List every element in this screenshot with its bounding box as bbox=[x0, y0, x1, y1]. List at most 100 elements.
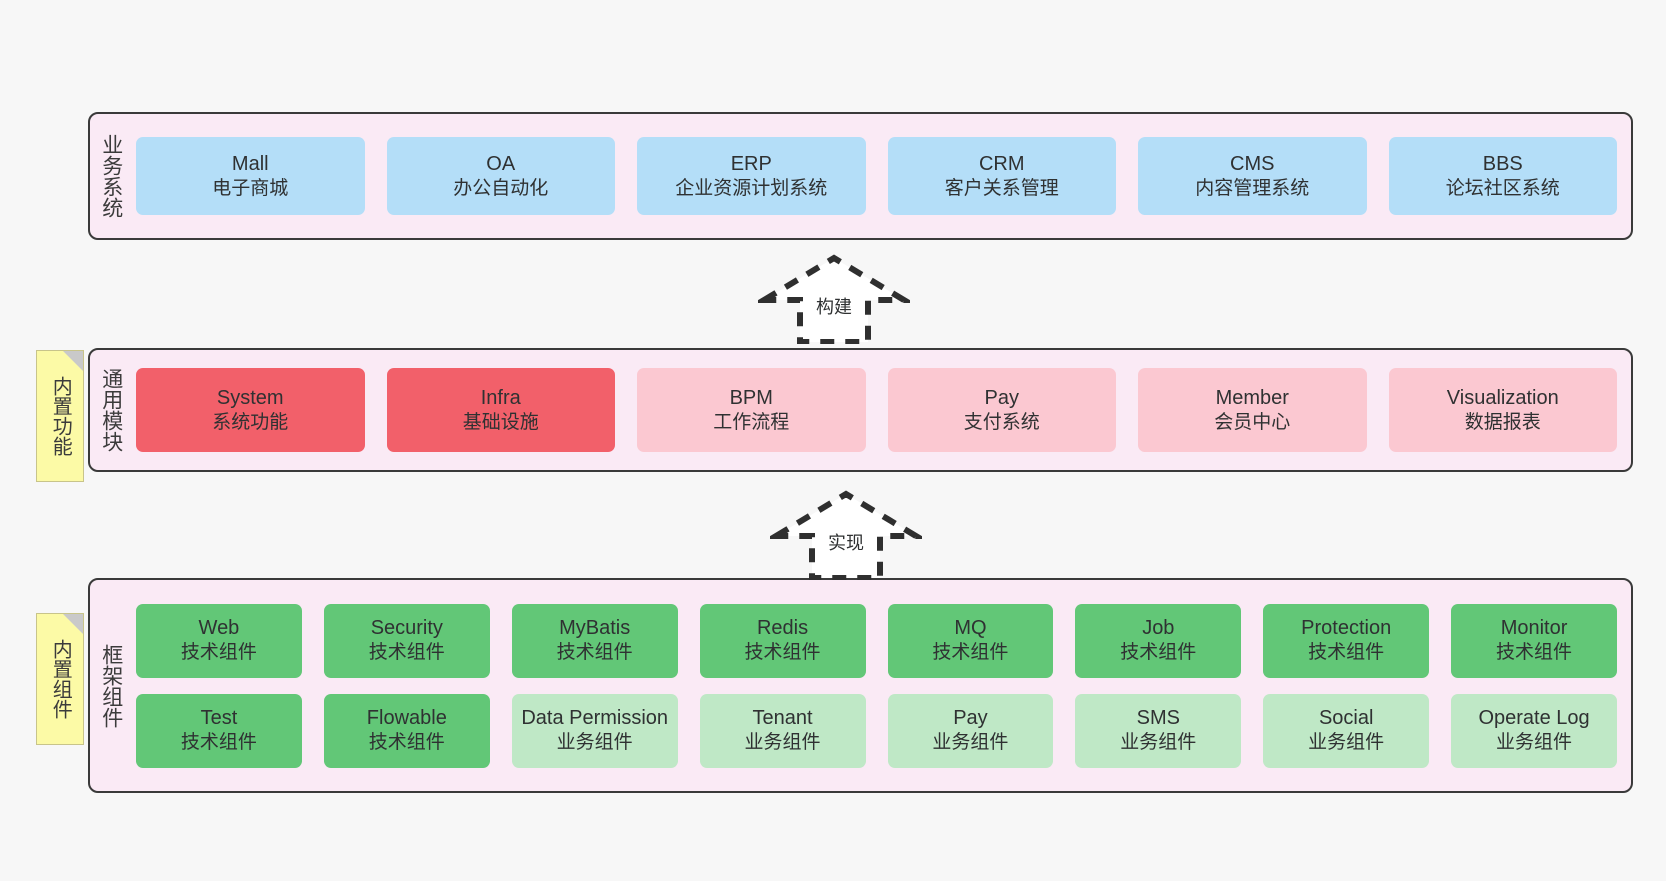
box-web-en: Web bbox=[198, 617, 240, 640]
box-operate-log[interactable]: Operate Log 业务组件 bbox=[1451, 693, 1617, 768]
note-fold-icon bbox=[63, 614, 83, 634]
box-member-cn: 会员中心 bbox=[1214, 411, 1291, 433]
box-mq[interactable]: MQ 技术组件 bbox=[887, 603, 1054, 678]
box-mybatis-cn: 技术组件 bbox=[556, 642, 633, 664]
box-bbs[interactable]: BBS 论坛社区系统 bbox=[1388, 137, 1617, 215]
box-system-en: System bbox=[216, 386, 284, 409]
box-mall-cn: 电子商城 bbox=[212, 177, 289, 199]
box-member-en: Member bbox=[1215, 386, 1289, 409]
box-redis-cn: 技术组件 bbox=[744, 642, 821, 664]
row-tech-components: Web 技术组件 Security 技术组件 MyBatis 技术组件 Redi… bbox=[136, 603, 1617, 678]
box-test[interactable]: Test 技术组件 bbox=[136, 693, 302, 768]
box-social-en: Social bbox=[1318, 707, 1374, 730]
box-job-en: Job bbox=[1142, 617, 1175, 640]
note-tag-builtin-components: 内置组件 bbox=[36, 613, 84, 745]
row-business-systems: Mall 电子商城 OA 办公自动化 ERP 企业资源计划系统 CRM 客户关系… bbox=[136, 137, 1617, 215]
layer-body-business-system: Mall 电子商城 OA 办公自动化 ERP 企业资源计划系统 CRM 客户关系… bbox=[132, 114, 1631, 238]
box-redis-en: Redis bbox=[756, 617, 809, 640]
box-crm-cn: 客户关系管理 bbox=[944, 177, 1059, 199]
layer-body-framework-components: Web 技术组件 Security 技术组件 MyBatis 技术组件 Redi… bbox=[132, 580, 1631, 791]
layer-framework-components: 框架组件 Web 技术组件 Security 技术组件 MyBatis 技术组件… bbox=[88, 578, 1633, 793]
note-tag-builtin-components-label: 内置组件 bbox=[49, 639, 72, 719]
box-security-cn: 技术组件 bbox=[368, 642, 445, 664]
box-bbs-en: BBS bbox=[1482, 152, 1523, 175]
box-pay-component-en: Pay bbox=[953, 707, 988, 730]
box-system-cn: 系统功能 bbox=[212, 411, 289, 433]
box-pay-component[interactable]: Pay 业务组件 bbox=[887, 693, 1054, 768]
box-bpm-en: BPM bbox=[729, 386, 773, 409]
box-monitor[interactable]: Monitor 技术组件 bbox=[1451, 603, 1617, 678]
layer-title-business-system: 业务系统 bbox=[99, 134, 123, 218]
arrow-build-label: 构建 bbox=[816, 297, 852, 317]
box-erp-cn: 企业资源计划系统 bbox=[675, 177, 828, 199]
layer-body-common-modules: System 系统功能 Infra 基础设施 BPM 工作流程 Pay 支付系统… bbox=[132, 350, 1631, 470]
box-protection-en: Protection bbox=[1301, 617, 1392, 640]
box-sms[interactable]: SMS 业务组件 bbox=[1075, 693, 1242, 768]
box-tenant-cn: 业务组件 bbox=[744, 732, 821, 754]
arrow-implement-icon bbox=[765, 490, 927, 581]
box-redis[interactable]: Redis 技术组件 bbox=[699, 603, 866, 678]
box-sms-en: SMS bbox=[1136, 707, 1180, 730]
box-infra[interactable]: Infra 基础设施 bbox=[386, 368, 615, 452]
box-visualization[interactable]: Visualization 数据报表 bbox=[1388, 368, 1617, 452]
note-fold-icon bbox=[63, 351, 83, 371]
box-mq-cn: 技术组件 bbox=[932, 642, 1009, 664]
box-mall[interactable]: Mall 电子商城 bbox=[136, 137, 365, 215]
box-sms-cn: 业务组件 bbox=[1120, 732, 1197, 754]
box-visualization-en: Visualization bbox=[1446, 386, 1559, 409]
box-mq-en: MQ bbox=[954, 617, 987, 640]
box-data-permission-cn: 业务组件 bbox=[556, 732, 633, 754]
box-pay-module-en: Pay bbox=[984, 386, 1019, 409]
box-visualization-cn: 数据报表 bbox=[1464, 411, 1541, 433]
box-member[interactable]: Member 会员中心 bbox=[1138, 368, 1367, 452]
box-tenant-en: Tenant bbox=[752, 707, 813, 730]
box-pay-component-cn: 业务组件 bbox=[932, 732, 1009, 754]
box-oa[interactable]: OA 办公自动化 bbox=[386, 137, 615, 215]
box-mybatis[interactable]: MyBatis 技术组件 bbox=[511, 603, 678, 678]
row-common-modules: System 系统功能 Infra 基础设施 BPM 工作流程 Pay 支付系统… bbox=[136, 368, 1617, 452]
box-tenant[interactable]: Tenant 业务组件 bbox=[699, 693, 866, 768]
layer-business-system: 业务系统 Mall 电子商城 OA 办公自动化 ERP 企业资源计划系统 CRM… bbox=[88, 112, 1633, 240]
box-cms[interactable]: CMS 内容管理系统 bbox=[1138, 137, 1367, 215]
arrow-implement: 实现 bbox=[765, 488, 927, 581]
box-flowable[interactable]: Flowable 技术组件 bbox=[323, 693, 490, 768]
box-social-cn: 业务组件 bbox=[1308, 732, 1385, 754]
box-operate-log-en: Operate Log bbox=[1478, 707, 1590, 730]
box-crm-en: CRM bbox=[978, 152, 1025, 175]
box-bbs-cn: 论坛社区系统 bbox=[1445, 177, 1560, 199]
box-operate-log-cn: 业务组件 bbox=[1496, 732, 1573, 754]
arrow-build-icon bbox=[753, 254, 915, 345]
box-bpm-cn: 工作流程 bbox=[713, 411, 790, 433]
note-tag-builtin-features: 内置功能 bbox=[36, 350, 84, 482]
layer-title-common-modules: 通用模块 bbox=[99, 368, 123, 452]
box-test-en: Test bbox=[200, 707, 238, 730]
box-flowable-en: Flowable bbox=[366, 707, 447, 730]
box-erp-en: ERP bbox=[730, 152, 772, 175]
layer-common-modules: 通用模块 System 系统功能 Infra 基础设施 BPM 工作流程 Pay… bbox=[88, 348, 1633, 472]
box-oa-en: OA bbox=[486, 152, 516, 175]
box-social[interactable]: Social 业务组件 bbox=[1263, 693, 1430, 768]
box-bpm[interactable]: BPM 工作流程 bbox=[637, 368, 866, 452]
box-data-permission[interactable]: Data Permission 业务组件 bbox=[511, 693, 678, 768]
box-flowable-cn: 技术组件 bbox=[368, 732, 445, 754]
box-web[interactable]: Web 技术组件 bbox=[136, 603, 302, 678]
box-test-cn: 技术组件 bbox=[180, 732, 257, 754]
box-protection-cn: 技术组件 bbox=[1308, 642, 1385, 664]
note-tag-builtin-features-label: 内置功能 bbox=[49, 376, 72, 456]
box-pay-module[interactable]: Pay 支付系统 bbox=[887, 368, 1116, 452]
box-crm[interactable]: CRM 客户关系管理 bbox=[887, 137, 1116, 215]
arrow-implement-label: 实现 bbox=[828, 533, 864, 553]
box-erp[interactable]: ERP 企业资源计划系统 bbox=[637, 137, 866, 215]
box-web-cn: 技术组件 bbox=[180, 642, 257, 664]
box-security[interactable]: Security 技术组件 bbox=[323, 603, 490, 678]
box-security-en: Security bbox=[370, 617, 443, 640]
box-system[interactable]: System 系统功能 bbox=[136, 368, 365, 452]
row-business-components: Test 技术组件 Flowable 技术组件 Data Permission … bbox=[136, 693, 1617, 768]
box-cms-en: CMS bbox=[1230, 152, 1275, 175]
box-pay-module-cn: 支付系统 bbox=[963, 411, 1040, 433]
box-oa-cn: 办公自动化 bbox=[453, 177, 549, 199]
box-monitor-cn: 技术组件 bbox=[1496, 642, 1573, 664]
box-job[interactable]: Job 技术组件 bbox=[1075, 603, 1242, 678]
box-protection[interactable]: Protection 技术组件 bbox=[1263, 603, 1430, 678]
